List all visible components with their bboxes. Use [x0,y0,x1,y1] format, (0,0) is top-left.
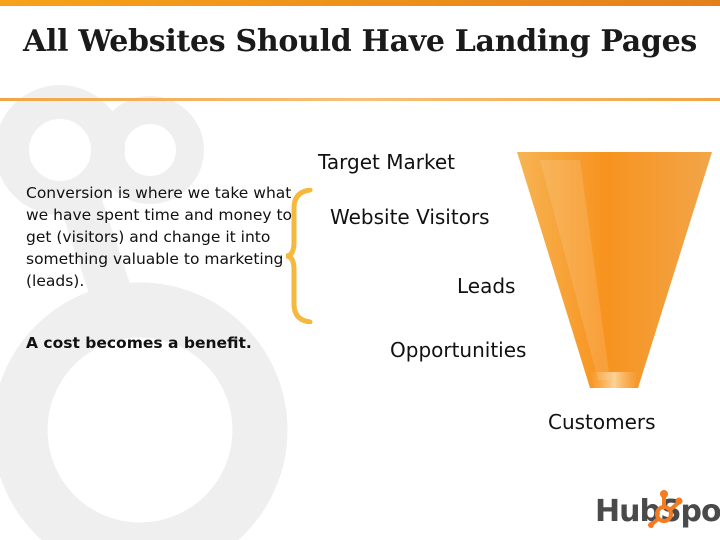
benefit-statement: A cost becomes a benefit. [26,334,252,352]
funnel-stage-leads: Leads [457,274,516,298]
funnel-stage-opportunities: Opportunities [390,338,527,362]
funnel-shape [517,152,712,388]
top-accent-bar [0,0,720,6]
funnel-stage-target-market: Target Market [318,150,455,174]
funnel-stage-website-visitors: Website Visitors [330,205,490,229]
slide-title: All Websites Should Have Landing Pages [23,24,697,59]
title-divider [0,98,720,101]
funnel-stage-customers: Customers [548,410,656,434]
conversion-description: Conversion is where we take what we have… [26,184,293,290]
curly-brace-icon [285,188,313,324]
hubspot-sprocket-icon [648,490,683,528]
